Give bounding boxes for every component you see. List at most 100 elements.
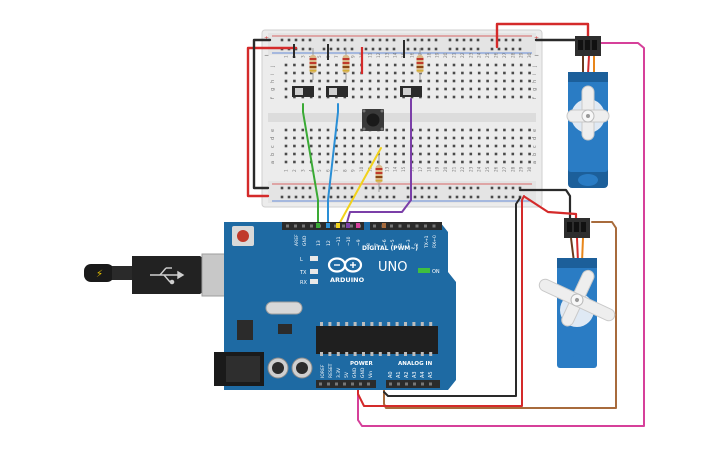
label-pin2: 2 — [414, 243, 420, 246]
servo1-horn — [566, 85, 610, 141]
breadboard-row-letter: b — [532, 153, 538, 156]
breadboard-column-number: 26 — [494, 166, 499, 172]
breadboard-column-number: 18 — [426, 52, 431, 58]
servo-motor-1[interactable] — [566, 36, 610, 188]
wire-brown-servo2-signal — [383, 221, 617, 409]
pushbutton[interactable] — [362, 109, 384, 131]
breadboard-column-number: 24 — [477, 52, 482, 58]
breadboard-column-number: 3 — [300, 55, 305, 58]
breadboard-row-letter: a — [270, 161, 276, 164]
digital-header-left — [282, 222, 364, 230]
analog-pin-labels: A0 A1 A2 A3 A4 A5 — [388, 371, 434, 378]
label-pin13: 13 — [316, 240, 322, 246]
crystal-oscillator — [265, 301, 303, 315]
breadboard-row-letter: h — [270, 80, 276, 83]
breadboard-column-number: 28 — [510, 52, 515, 58]
servo-motor-2[interactable] — [528, 218, 628, 368]
label-a4: A4 — [420, 371, 426, 378]
wire-green-pin13 — [302, 103, 319, 227]
atmega-microcontroller — [316, 322, 438, 356]
label-on: ON — [432, 269, 440, 275]
label-gnd3: GND — [360, 367, 366, 378]
reset-button[interactable] — [232, 226, 254, 246]
wire-black-left-ground — [252, 38, 272, 190]
resistor-1[interactable] — [309, 48, 317, 80]
breadboard-column-number: 15 — [401, 166, 406, 172]
label-aref: AREF — [294, 234, 300, 246]
svg-text:−: − — [534, 52, 539, 59]
breadboard-row-letter: d — [532, 137, 538, 140]
resistor-4[interactable] — [375, 155, 383, 192]
breadboard-column-number: 13 — [384, 166, 389, 172]
breadboard-column-number: 25 — [485, 166, 490, 172]
svg-text:⚡: ⚡ — [96, 269, 103, 280]
label-gnd: GND — [302, 235, 308, 246]
resistor-2[interactable] — [342, 48, 350, 80]
slide-switch-1[interactable] — [292, 86, 314, 97]
breadboard-column-number: 8 — [342, 169, 347, 172]
slide-switch-3[interactable] — [400, 86, 422, 97]
wire-red-left-power — [246, 46, 298, 198]
breadboard-components — [292, 40, 424, 192]
servo2-horn — [538, 269, 616, 327]
breadboard-column-number: 14 — [393, 52, 398, 58]
label-rx0: RX←0 — [432, 235, 438, 248]
center-channel — [268, 113, 536, 122]
label-a2: A2 — [404, 371, 410, 378]
breadboard-column-number: 23 — [468, 52, 473, 58]
breadboard-column-number: 7 — [334, 55, 339, 58]
breadboard-column-number: 19 — [435, 166, 440, 172]
label-a0: A0 — [388, 371, 394, 378]
label-l: L — [300, 257, 303, 263]
label-reset: RESET — [328, 363, 334, 378]
breadboard-column-number: 16 — [410, 52, 415, 58]
label-pin3: ~3 — [406, 239, 412, 246]
wire-black-arduino-ground — [383, 197, 521, 397]
breadboard-column-number: 30 — [527, 52, 532, 58]
label-a1: A1 — [396, 371, 402, 378]
breadboard-column-number: 27 — [502, 166, 507, 172]
breadboard-column-number: 9 — [351, 55, 356, 58]
capacitor-2 — [291, 357, 313, 379]
usb-icon — [150, 267, 185, 285]
wire-yellow-pin11 — [337, 147, 382, 227]
breadboard-row-letter: h — [532, 80, 538, 83]
wire-red-arduino-5v — [357, 195, 525, 407]
wire-black-servo2-ground — [518, 188, 572, 226]
label-pin12: 12 — [326, 240, 332, 246]
breadboard-column-number: 4 — [309, 169, 314, 172]
slide-switch-2[interactable] — [326, 86, 348, 97]
breadboard-column-number: 26 — [494, 52, 499, 58]
breadboard-column-number: 5 — [317, 55, 322, 58]
breadboard-column-number: 6 — [326, 169, 331, 172]
svg-text:+: + — [264, 35, 269, 42]
breadboard-column-number: 19 — [435, 52, 440, 58]
breadboard-column-number: 24 — [477, 166, 482, 172]
bottom-header-pins — [319, 382, 432, 386]
voltage-regulator — [237, 320, 253, 340]
label-tx1: TX→1 — [424, 235, 430, 249]
arduino-uno-board[interactable]: AREF GND 13 12 ~11 ~10 ~9 8 7 ~6 ~5 4 ~3… — [214, 222, 456, 390]
label-a3: A3 — [412, 371, 418, 378]
wire-blue-pin12 — [327, 103, 339, 227]
label-vin: Vin — [368, 371, 374, 378]
breadboard-row-letter: g — [532, 88, 538, 91]
label-pin8: 8 — [366, 243, 372, 246]
led-rx — [310, 279, 318, 284]
led-l — [310, 256, 318, 261]
breadboard-column-number: 27 — [502, 52, 507, 58]
breadboard-column-number: 1 — [284, 55, 289, 58]
breadboard-column-number: 12 — [376, 52, 381, 58]
breadboard-row-letter: b — [270, 153, 276, 156]
digital-header-right — [370, 222, 442, 230]
breadboard-column-number: 21 — [452, 52, 457, 58]
breadboard-row-letter: c — [270, 145, 276, 148]
svg-text:+: + — [534, 35, 539, 42]
breadboard-column-number: 14 — [393, 166, 398, 172]
breadboard-column-number: 20 — [443, 52, 448, 58]
resistor-3[interactable] — [416, 48, 424, 80]
label-pin11: ~11 — [336, 236, 342, 246]
wire-purple-pin10 — [345, 98, 412, 227]
breadboard-column-number: 29 — [519, 52, 524, 58]
